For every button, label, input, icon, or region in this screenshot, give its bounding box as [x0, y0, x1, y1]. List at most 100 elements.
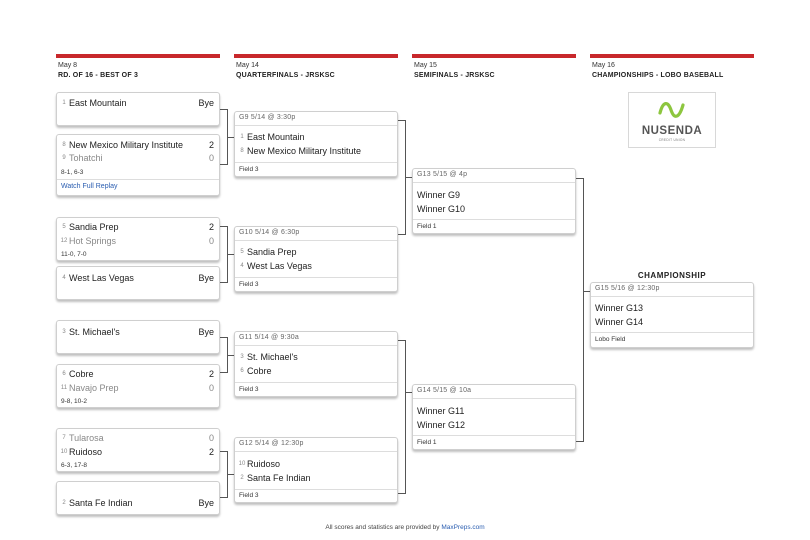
- game-info: G12 5/14 @ 12:30p: [239, 440, 304, 447]
- round-title: RD. OF 16 - BEST OF 3: [58, 72, 139, 79]
- team-score: 0: [208, 153, 214, 163]
- team-row[interactable]: Winner G9: [413, 188, 575, 202]
- team-row[interactable]: 2 Santa Fe Indian Bye: [57, 496, 219, 510]
- seed: 1: [62, 100, 66, 106]
- team-row[interactable]: Winner G12: [413, 418, 575, 432]
- team-row[interactable]: Winner G14: [591, 315, 753, 329]
- team-name: New Mexico Military Institute: [247, 146, 362, 156]
- team-name: Navajo Prep: [69, 383, 119, 393]
- round-date: May 8: [58, 62, 78, 69]
- game-field: Field 3: [239, 386, 259, 393]
- team-name: Tularosa: [69, 433, 104, 443]
- matchup-card[interactable]: 6 Cobre 2 11 Navajo Prep 0 9-8, 10-2: [56, 364, 220, 408]
- team-row[interactable]: 10 Ruidoso: [235, 457, 397, 471]
- team-row[interactable]: Winner G11: [413, 404, 575, 418]
- team-row[interactable]: 8 New Mexico Military Institute 2: [57, 138, 219, 152]
- team-row[interactable]: 3 St. Michael's: [235, 350, 397, 364]
- round-title: SEMIFINALS - JRSKSC: [414, 72, 495, 79]
- team-score: 2: [208, 447, 214, 457]
- bracket-connector: [406, 177, 412, 178]
- team-row[interactable]: 3 St. Michael's Bye: [57, 325, 219, 339]
- nusenda-logo-icon: NUSENDA CREDIT UNION: [642, 102, 702, 142]
- team-row[interactable]: 9 Tohatchi 0: [57, 151, 219, 165]
- team-name: East Mountain: [69, 98, 127, 108]
- matchup-card[interactable]: 1 East Mountain Bye: [56, 92, 220, 126]
- team-row[interactable]: 5 Sandia Prep 2: [57, 220, 219, 234]
- team-score: 0: [208, 236, 214, 246]
- team-name: Ruidoso: [247, 459, 281, 469]
- divider: [591, 332, 753, 333]
- divider: [235, 162, 397, 163]
- team-name: West Las Vegas: [247, 261, 312, 271]
- team-row[interactable]: 1 East Mountain Bye: [57, 96, 219, 110]
- footer-text: All scores and statistics are provided b…: [325, 524, 440, 531]
- matchup-card[interactable]: 3 St. Michael's Bye: [56, 320, 220, 354]
- seed: 6: [62, 371, 66, 377]
- team-row[interactable]: 11 Navajo Prep 0: [57, 381, 219, 395]
- championship-label: CHAMPIONSHIP: [637, 271, 707, 280]
- team-row[interactable]: 6 Cobre: [235, 364, 397, 378]
- team-score: 0: [208, 383, 214, 393]
- team-row[interactable]: 6 Cobre 2: [57, 367, 219, 381]
- bracket-connector: [584, 291, 590, 292]
- game-info: G14 5/15 @ 10a: [417, 387, 472, 394]
- bracket-connector: [220, 226, 228, 283]
- matchup-card[interactable]: G10 5/14 @ 6:30p 5 Sandia Prep 4 West La…: [234, 226, 398, 292]
- matchup-card[interactable]: 4 West Las Vegas Bye: [56, 266, 220, 300]
- seed: 10: [238, 461, 246, 467]
- divider: [235, 451, 397, 452]
- round-date: May 16: [592, 62, 615, 69]
- team-name: Santa Fe Indian: [247, 473, 311, 483]
- matchup-card[interactable]: 2 Santa Fe Indian Bye: [56, 481, 220, 515]
- game-info: G11 5/14 @ 9:30a: [239, 334, 299, 341]
- maxpreps-link[interactable]: MaxPreps.com: [441, 524, 485, 531]
- team-score: 2: [208, 140, 214, 150]
- seed: 5: [62, 224, 66, 230]
- seed: 5: [240, 249, 244, 255]
- team-row[interactable]: 10 Ruidoso 2: [57, 445, 219, 459]
- team-name: West Las Vegas: [69, 273, 134, 283]
- bracket-connector: [228, 474, 234, 475]
- bracket-connector: [220, 109, 228, 165]
- bracket-connector: [228, 355, 234, 356]
- game-field: Lobo Field: [595, 336, 626, 343]
- divider: [591, 296, 753, 297]
- column-bar: [234, 54, 398, 58]
- team-row[interactable]: 12 Hot Springs 0: [57, 234, 219, 248]
- team-row[interactable]: 2 Santa Fe Indian: [235, 471, 397, 485]
- team-row[interactable]: 5 Sandia Prep: [235, 245, 397, 259]
- round-date: May 15: [414, 62, 437, 69]
- team-name: Winner G11: [417, 406, 465, 416]
- matchup-card[interactable]: G12 5/14 @ 12:30p 10 Ruidoso 2 Santa Fe …: [234, 437, 398, 503]
- column-bar: [56, 54, 220, 58]
- matchup-card[interactable]: 5 Sandia Prep 2 12 Hot Springs 0 11-0, 7…: [56, 217, 220, 261]
- watch-replay-link[interactable]: Watch Full Replay: [61, 183, 118, 190]
- series-result: 8-1, 6-3: [61, 169, 84, 176]
- matchup-card[interactable]: G13 5/15 @ 4p Winner G9 Winner G10 Field…: [412, 168, 576, 234]
- seed: 8: [62, 142, 66, 148]
- team-row[interactable]: 8 New Mexico Military Institute: [235, 144, 397, 158]
- divider: [57, 179, 219, 180]
- round-date: May 14: [236, 62, 259, 69]
- matchup-card[interactable]: G9 5/14 @ 3:30p 1 East Mountain 8 New Me…: [234, 111, 398, 177]
- round-title: CHAMPIONSHIPS - LOBO BASEBALL: [592, 72, 724, 79]
- seed: 2: [240, 475, 244, 481]
- sponsor-logo[interactable]: NUSENDA CREDIT UNION: [628, 92, 716, 148]
- team-row[interactable]: 1 East Mountain: [235, 130, 397, 144]
- championship-card[interactable]: G15 5/16 @ 12:30p Winner G13 Winner G14 …: [590, 282, 754, 348]
- matchup-card[interactable]: 7 Tularosa 0 10 Ruidoso 2 6-3, 17-8: [56, 428, 220, 472]
- team-row[interactable]: 7 Tularosa 0: [57, 431, 219, 445]
- team-name: Winner G13: [595, 303, 644, 313]
- seed: 2: [62, 500, 66, 506]
- matchup-card[interactable]: G11 5/14 @ 9:30a 3 St. Michael's 6 Cobre…: [234, 331, 398, 397]
- team-row[interactable]: Winner G13: [591, 301, 753, 315]
- bracket-connector: [576, 178, 584, 442]
- round-title: QUARTERFINALS - JRSKSC: [236, 72, 335, 79]
- team-row[interactable]: Winner G10: [413, 202, 575, 216]
- team-row[interactable]: 4 West Las Vegas: [235, 259, 397, 273]
- matchup-card[interactable]: 8 New Mexico Military Institute 2 9 Toha…: [56, 134, 220, 196]
- team-row[interactable]: 4 West Las Vegas Bye: [57, 271, 219, 285]
- matchup-card[interactable]: G14 5/15 @ 10a Winner G11 Winner G12 Fie…: [412, 384, 576, 450]
- game-info: G15 5/16 @ 12:30p: [595, 285, 660, 292]
- team-name: Winner G12: [417, 420, 466, 430]
